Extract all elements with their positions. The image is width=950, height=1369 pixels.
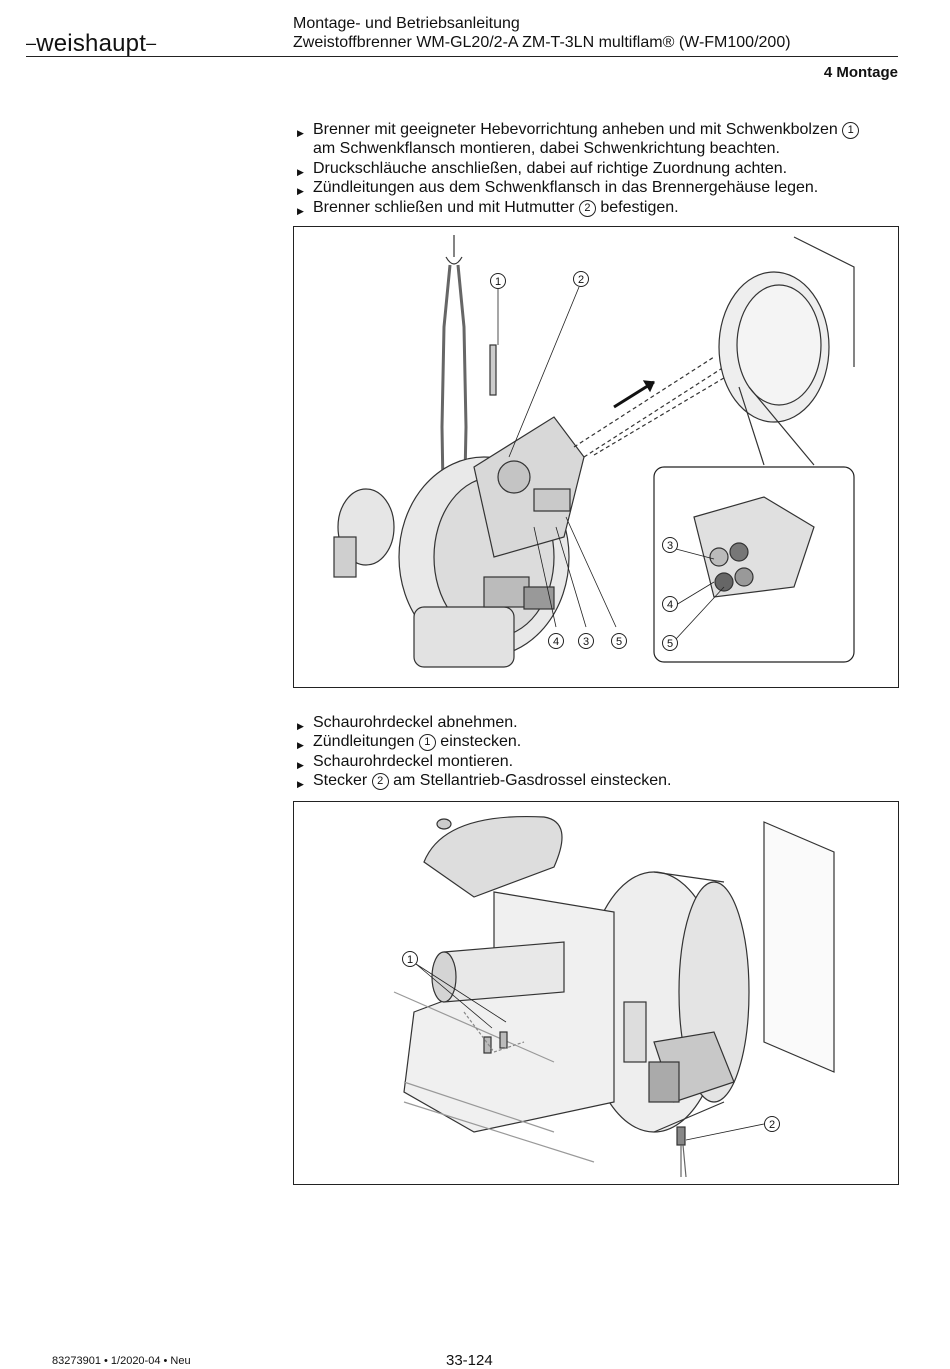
figure2-callouts: 1 2 — [402, 951, 780, 1132]
callout-label: 2 — [578, 274, 584, 286]
callout-label: 3 — [667, 540, 673, 552]
callout-label: 2 — [769, 1119, 775, 1131]
callout-label: 4 — [667, 599, 673, 611]
list-item: Zündleitungen 1 einstecken. — [297, 732, 907, 756]
callout-ref: 1 — [418, 734, 436, 752]
callout-ref: 1 — [842, 122, 860, 139]
title-line-2: Zweistoffbrenner WM-GL20/2-A ZM-T-3LN mu… — [293, 34, 791, 51]
document-title: Montage- und Betriebsanleitung Zweistoff… — [293, 14, 791, 52]
title-line-1: Montage- und Betriebsanleitung — [293, 15, 520, 32]
document-number: 83273901 • 1/2020-04 • Neu — [52, 1355, 191, 1367]
callout-label: 1 — [495, 276, 501, 288]
burner-illustration: 1 2 4 3 5 3 4 5 — [333, 235, 855, 668]
callout-label: 5 — [667, 638, 673, 650]
callout-label: 3 — [583, 636, 589, 648]
callout-label: 4 — [553, 636, 559, 648]
sight-tube-illustration: 1 2 — [393, 815, 835, 1178]
figure1-callouts: 1 2 4 3 5 3 4 5 — [490, 271, 678, 651]
header-divider — [26, 56, 898, 57]
callout-label: 1 — [407, 954, 413, 966]
list-item: Brenner schließen und mit Hutmutter 2 be… — [297, 198, 907, 222]
list-item: Stecker 2 am Stellantrieb-Gasdrossel ein… — [297, 771, 907, 795]
page-number: 33-124 — [446, 1352, 493, 1369]
callout-ref: 2 — [578, 199, 596, 217]
callout-ref: 2 — [371, 773, 389, 791]
list-item: Brenner mit geeigneter Hebevorrichtung a… — [297, 120, 907, 159]
logo-text: weishaupt — [36, 30, 147, 57]
list-item: Zündleitungen aus dem Schwenkflansch in … — [297, 178, 907, 202]
list-item: Druckschläuche anschließen, dabei auf ri… — [297, 159, 907, 183]
list-item: Schaurohrdeckel abnehmen. — [297, 713, 907, 737]
callout-label: 5 — [616, 636, 622, 648]
sight-tube-figure: 1 2 — [293, 801, 899, 1185]
chapter-heading: 4 Montage — [823, 64, 898, 81]
list-item: Schaurohrdeckel montieren. — [297, 752, 907, 776]
instruction-list-1: Brenner mit geeigneter Hebevorrichtung a… — [297, 120, 907, 222]
instruction-list-2: Schaurohrdeckel abnehmen. Zündleitungen … — [297, 713, 907, 795]
brand-logo: –weishaupt– — [26, 30, 157, 57]
burner-mounting-figure: 1 2 4 3 5 3 4 5 — [293, 226, 899, 688]
